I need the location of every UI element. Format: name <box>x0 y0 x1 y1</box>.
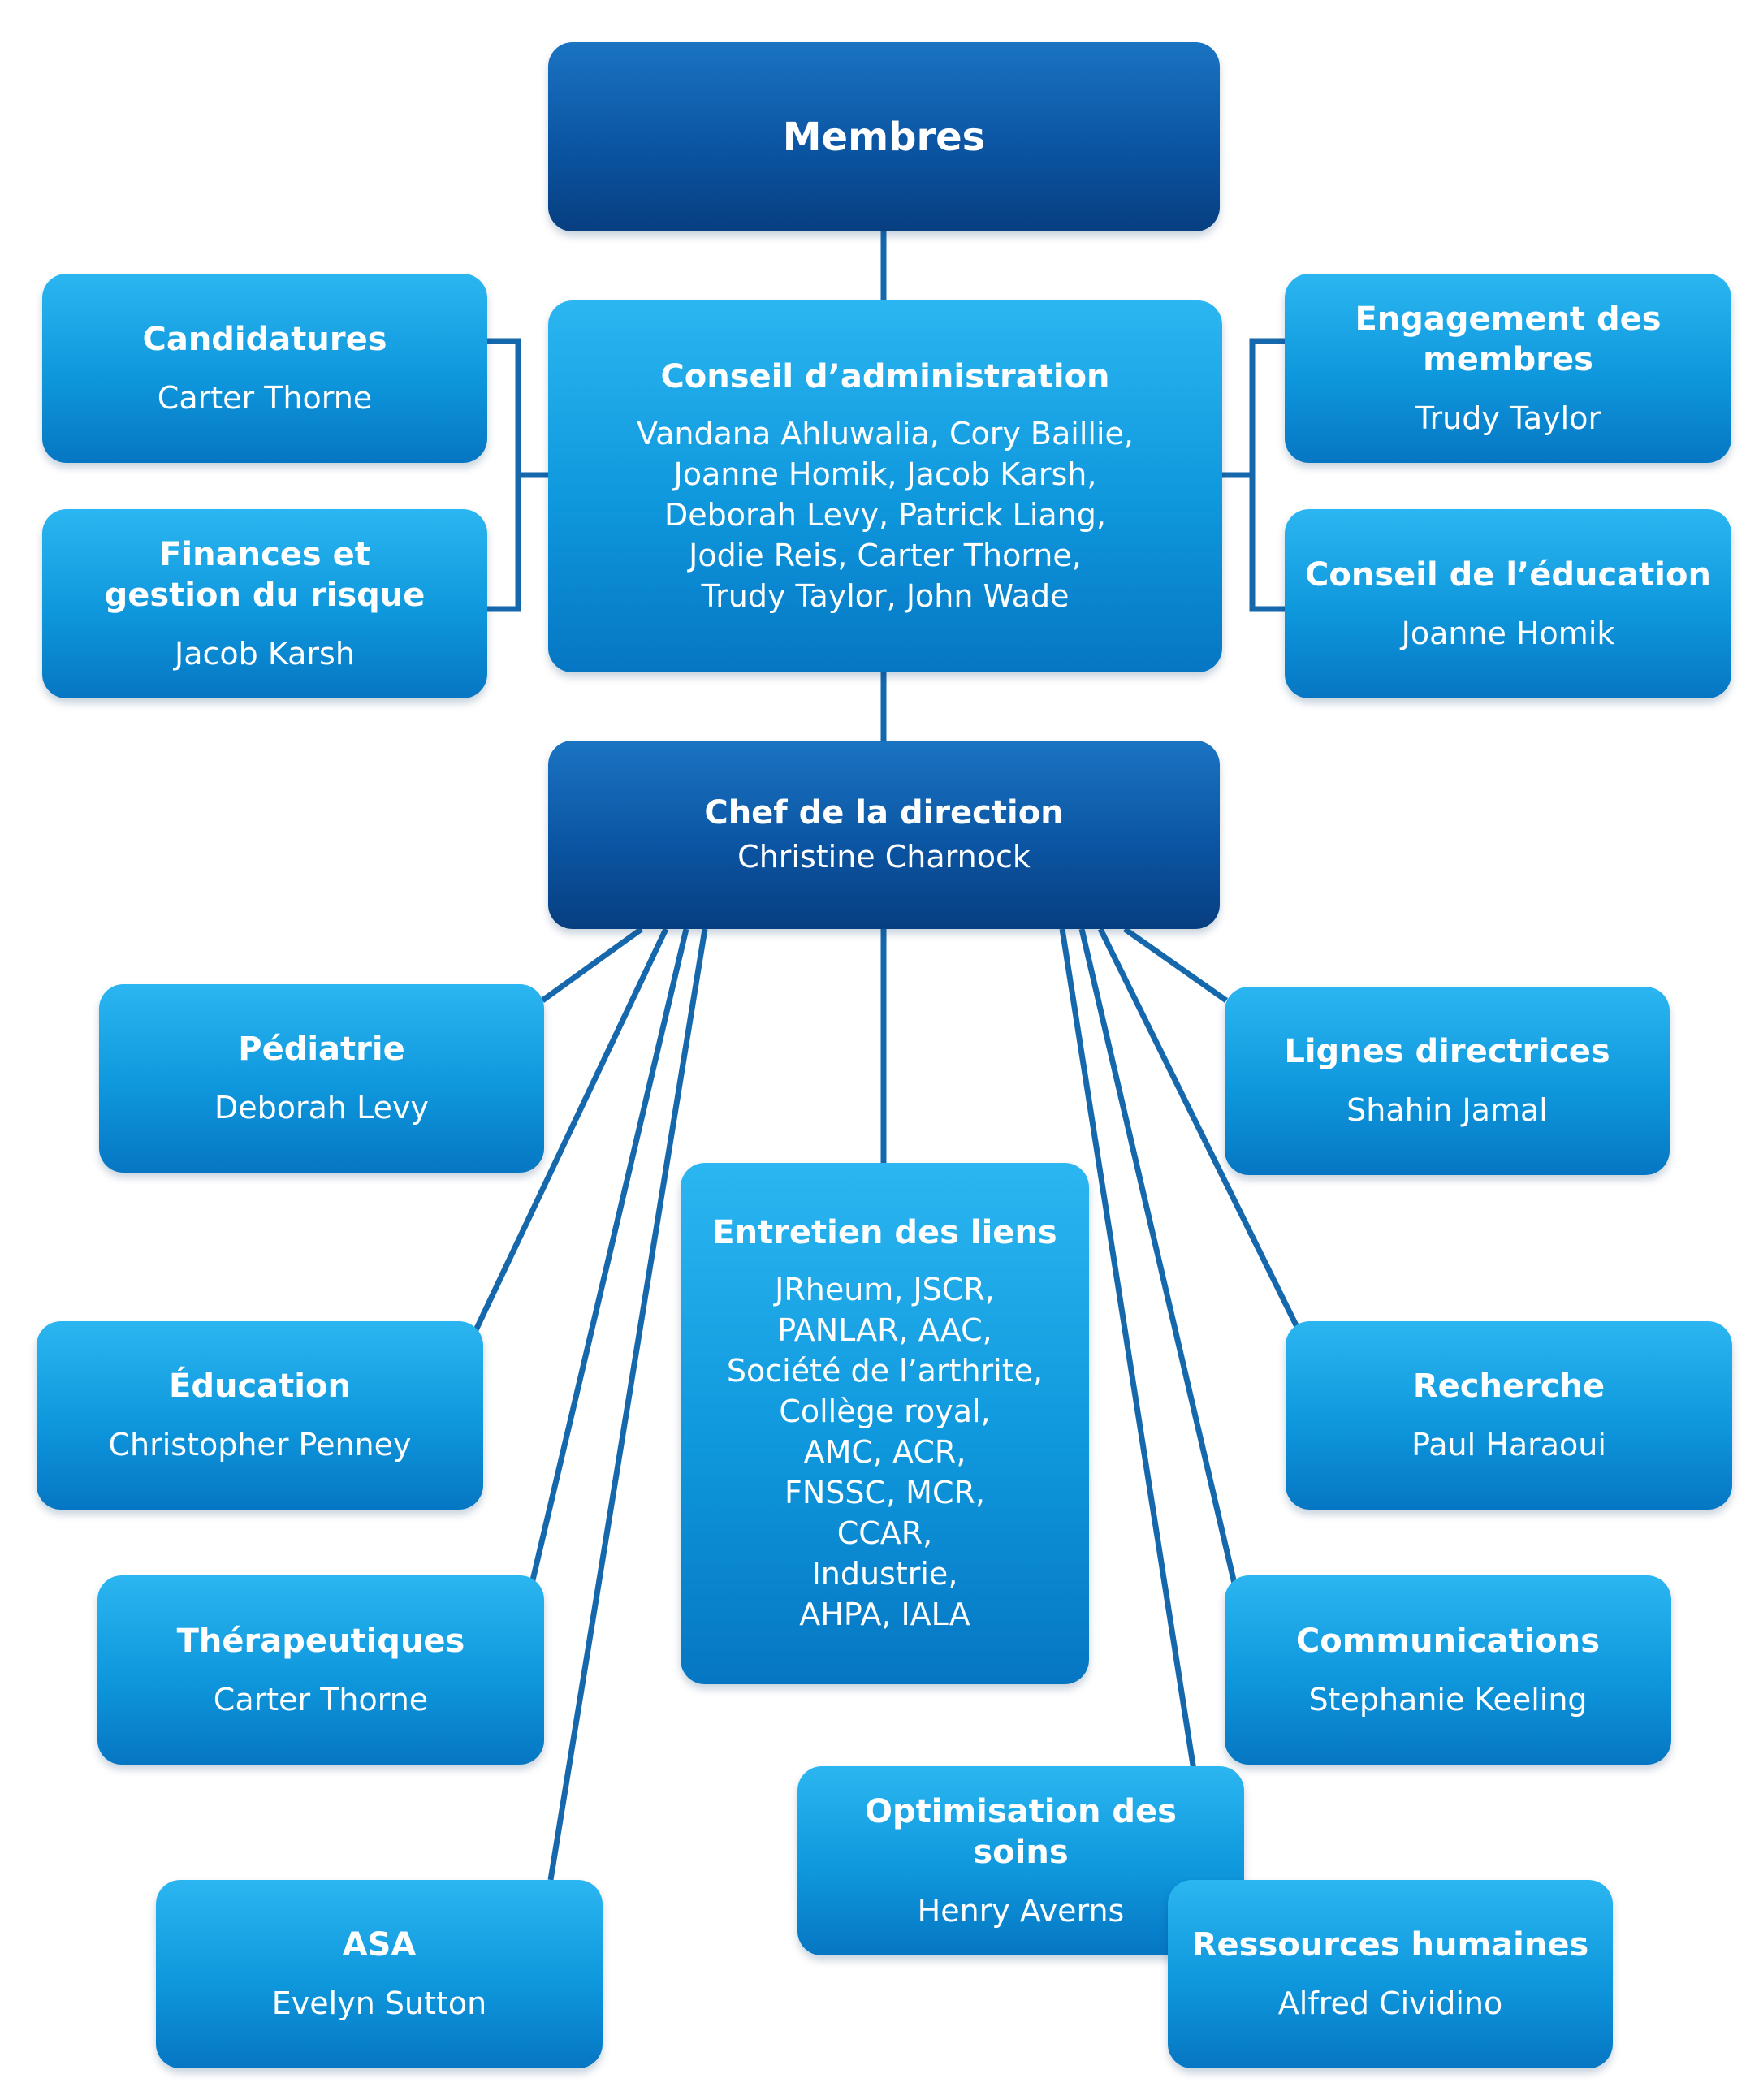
connector-therapeutiques <box>529 928 689 1584</box>
node-chef: Chef de la direction Christine Charnock <box>548 741 1220 929</box>
node-lignes-title: Lignes directrices <box>1284 1033 1610 1070</box>
node-chef-person: Christine Charnock <box>737 839 1031 875</box>
node-pediatrie: Pédiatrie Deborah Levy <box>99 984 544 1173</box>
node-finances-title: Finances et gestion du risque <box>104 535 426 614</box>
node-lignes: Lignes directrices Shahin Jamal <box>1225 987 1670 1175</box>
node-therapeutiques-person: Carter Thorne <box>213 1681 429 1718</box>
node-education-council-title: Conseil de l’éducation <box>1305 555 1711 594</box>
node-education: Éducation Christopher Penney <box>37 1321 483 1510</box>
node-finances: Finances et gestion du risque Jacob Kars… <box>42 509 487 698</box>
node-recherche: Recherche Paul Haraoui <box>1286 1321 1732 1510</box>
node-rh: Ressources humaines Alfred Cividino <box>1168 1880 1613 2068</box>
node-engagement-person: Trudy Taylor <box>1415 400 1601 436</box>
node-entretien: Entretien des liens JRheum, JSCR, PANLAR… <box>681 1163 1089 1684</box>
connector-pediatrie <box>540 927 644 1003</box>
connector-communications <box>1078 928 1238 1584</box>
node-recherche-person: Paul Haraoui <box>1411 1427 1606 1463</box>
node-optimisation: Optimisation des soins Henry Averns <box>797 1766 1244 1955</box>
connector-asa <box>547 928 708 1881</box>
node-pediatrie-title: Pédiatrie <box>238 1031 405 1068</box>
node-rh-person: Alfred Cividino <box>1277 1985 1503 2021</box>
node-lignes-person: Shahin Jamal <box>1346 1092 1548 1128</box>
node-engagement: Engagement des membres Trudy Taylor <box>1285 274 1731 463</box>
node-entretien-title: Entretien des liens <box>712 1214 1057 1251</box>
node-education-person: Christopher Penney <box>108 1427 412 1463</box>
node-asa-title: ASA <box>342 1926 417 1964</box>
node-conseil: Conseil d’administration Vandana Ahluwal… <box>548 300 1222 672</box>
node-optimisation-person: Henry Averns <box>917 1892 1125 1929</box>
connector-left-committees <box>487 338 521 612</box>
node-therapeutiques-title: Thérapeutiques <box>176 1622 465 1660</box>
node-rh-title: Ressources humaines <box>1191 1926 1589 1964</box>
node-candidatures-title: Candidatures <box>142 320 387 358</box>
node-recherche-title: Recherche <box>1412 1368 1606 1405</box>
node-engagement-title: Engagement des membres <box>1355 300 1662 378</box>
node-membres-title: Membres <box>782 114 986 160</box>
connector-lignes <box>1122 927 1229 1003</box>
node-membres: Membres <box>548 42 1220 231</box>
node-communications-title: Communications <box>1295 1622 1601 1660</box>
connector-right-committees <box>1249 338 1285 612</box>
node-asa-person: Evelyn Sutton <box>271 1985 487 2021</box>
node-optimisation-title: Optimisation des soins <box>865 1792 1177 1871</box>
node-candidatures-person: Carter Thorne <box>157 379 373 416</box>
node-communications-person: Stephanie Keeling <box>1308 1681 1588 1718</box>
node-candidatures: Candidatures Carter Thorne <box>42 274 487 463</box>
node-finances-person: Jacob Karsh <box>175 635 355 672</box>
connector-recherche <box>1097 927 1303 1333</box>
node-communications: Communications Stephanie Keeling <box>1225 1575 1671 1765</box>
connector-education <box>472 927 669 1333</box>
node-education-council: Conseil de l’éducation Joanne Homik <box>1285 509 1731 698</box>
node-education-council-person: Joanne Homik <box>1401 615 1615 651</box>
node-conseil-members: Vandana Ahluwalia, Cory Baillie, Joanne … <box>637 416 1134 614</box>
node-chef-title: Chef de la direction <box>704 794 1064 832</box>
node-education-title: Éducation <box>169 1368 351 1405</box>
connector-optimisation <box>1059 928 1197 1771</box>
node-therapeutiques: Thérapeutiques Carter Thorne <box>97 1575 544 1765</box>
node-conseil-title: Conseil d’administration <box>660 358 1110 395</box>
node-pediatrie-person: Deborah Levy <box>214 1090 429 1126</box>
node-entretien-members: JRheum, JSCR, PANLAR, AAC, Société de l’… <box>726 1272 1044 1632</box>
node-asa: ASA Evelyn Sutton <box>156 1880 603 2068</box>
